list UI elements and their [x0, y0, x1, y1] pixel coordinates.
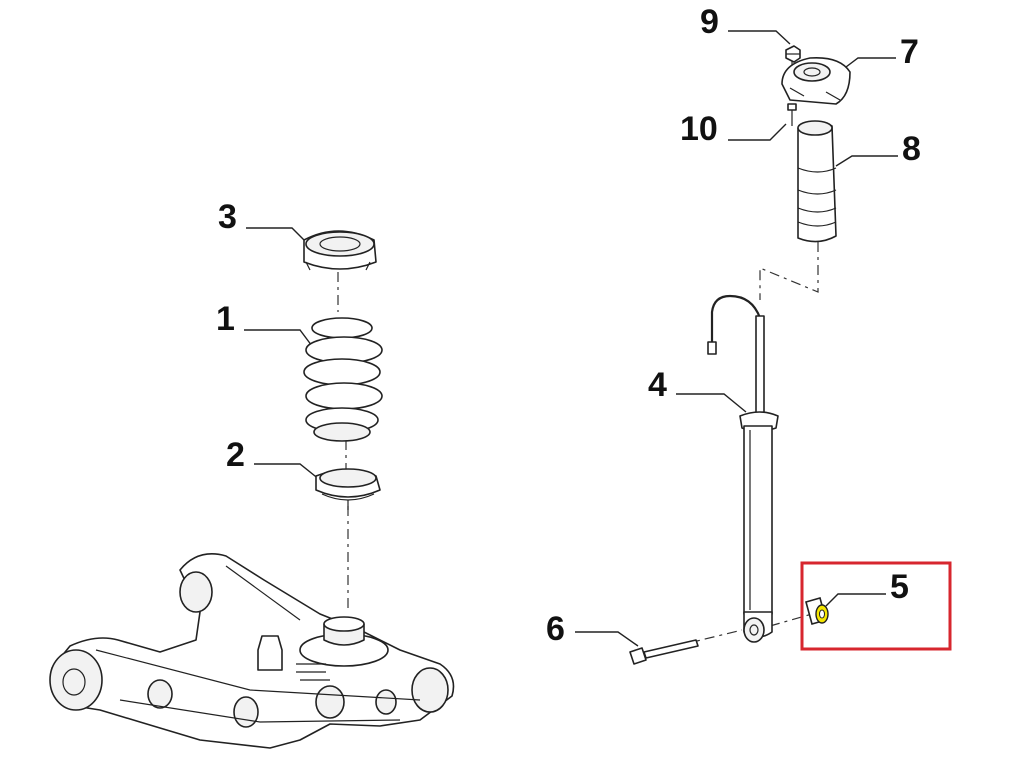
leader-6 — [575, 631, 639, 647]
upper-spring-seat — [303, 230, 377, 271]
leader-5 — [825, 593, 886, 607]
callout-6: 6 — [546, 610, 565, 648]
rear-subframe — [49, 553, 455, 749]
callout-2: 2 — [226, 436, 245, 474]
leader-4 — [676, 393, 747, 413]
callout-10: 10 — [680, 110, 718, 148]
callout-5: 5 — [890, 568, 909, 606]
lower-mount-bolt — [629, 639, 699, 665]
leader-lines — [244, 30, 898, 647]
callout-8: 8 — [902, 130, 921, 168]
lower-mount-nut — [805, 597, 829, 625]
shock-absorber — [707, 294, 779, 643]
callout-1: 1 — [216, 300, 235, 338]
coil-spring — [303, 317, 383, 442]
mount-bolt — [787, 103, 797, 126]
callout-9: 9 — [700, 3, 719, 41]
leader-2 — [254, 463, 321, 481]
leader-1 — [244, 329, 313, 347]
callout-7: 7 — [900, 33, 919, 71]
lower-spring-seat — [315, 468, 381, 510]
leader-9 — [728, 30, 791, 45]
shock-top-mount — [781, 56, 851, 105]
leader-3 — [246, 227, 309, 245]
assembly-axes — [337, 56, 819, 651]
leader-10 — [728, 123, 787, 141]
callout-4: 4 — [648, 366, 667, 404]
dust-boot — [797, 120, 837, 243]
upper-mount-nut — [785, 45, 801, 63]
leader-8 — [835, 155, 898, 167]
highlight-frame — [800, 561, 952, 651]
leader-7 — [841, 57, 896, 71]
callout-3: 3 — [218, 198, 237, 236]
